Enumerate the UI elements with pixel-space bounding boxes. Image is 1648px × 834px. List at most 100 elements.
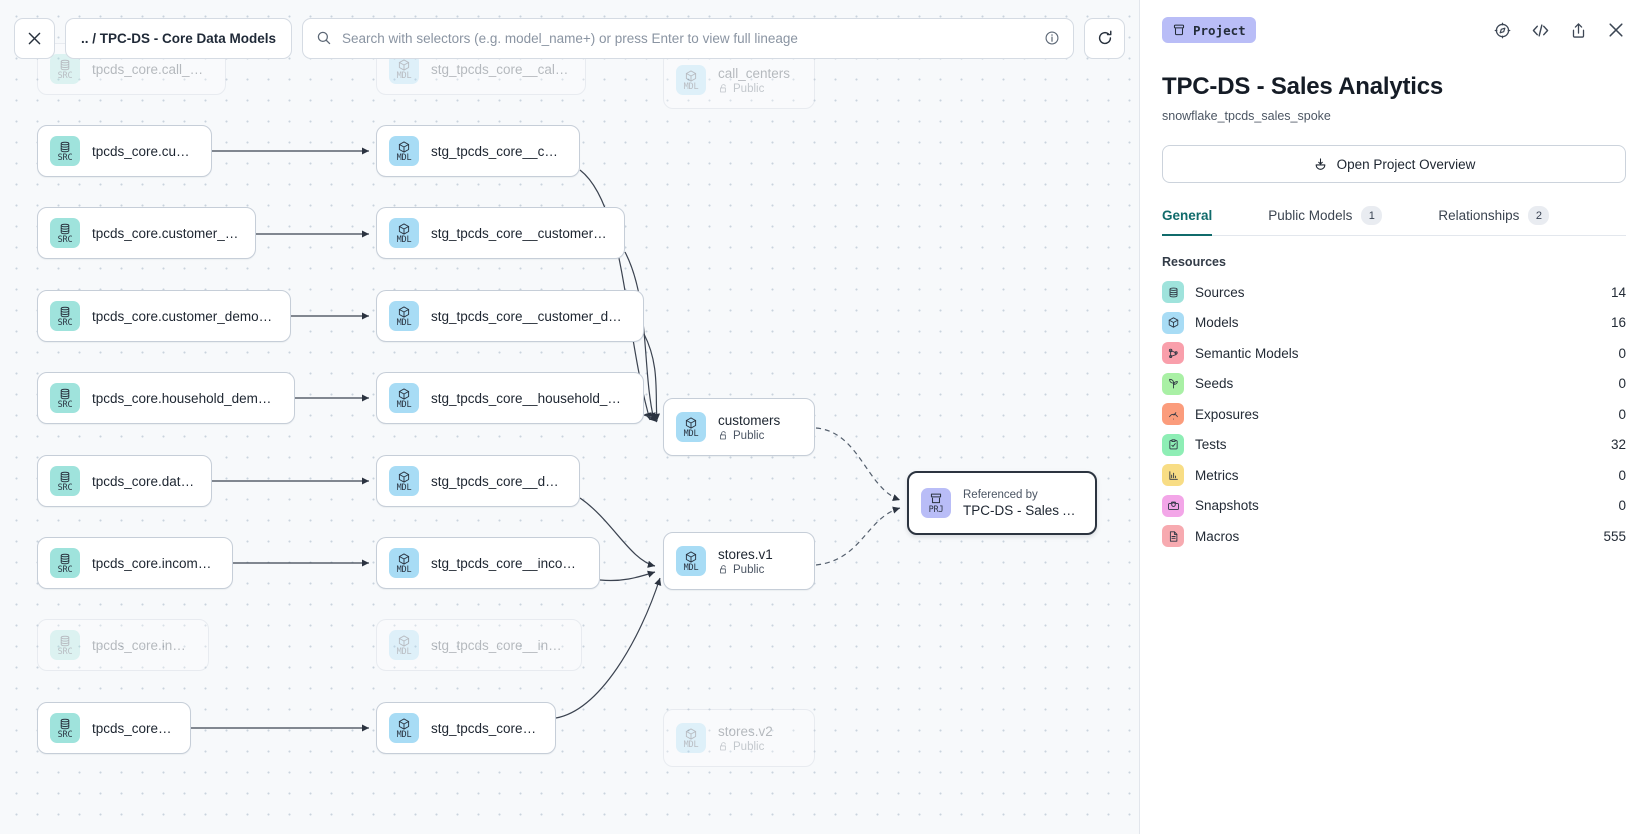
node-type-badge-src: SRC <box>50 301 80 331</box>
bars-icon <box>1162 464 1184 487</box>
info-circle-icon[interactable] <box>1044 30 1060 46</box>
cube-icon <box>398 305 410 318</box>
resource-row-snapshots[interactable]: Snapshots 0 <box>1162 491 1626 522</box>
node-title: customers <box>718 412 781 428</box>
node-type-badge-src: SRC <box>50 466 80 496</box>
database-icon <box>60 388 70 399</box>
node-type-badge-src: SRC <box>50 54 80 84</box>
node-title: stores.v2 <box>718 723 773 739</box>
cube-icon <box>685 416 697 429</box>
rocket-icon <box>1315 157 1325 170</box>
node-title: tpcds_core.household_demographics <box>92 390 278 406</box>
resource-label: Seeds <box>1195 376 1234 392</box>
tab-count-badge: 2 <box>1528 206 1550 225</box>
cube-icon <box>685 69 697 82</box>
node-access-label: Public <box>718 741 773 753</box>
node-type-badge-prj: PRJ <box>921 488 951 518</box>
close-panel-button[interactable] <box>1606 20 1626 40</box>
resource-count: 0 <box>1618 498 1626 514</box>
node-type-label: PRJ <box>928 504 944 515</box>
resource-row-seeds[interactable]: Seeds 0 <box>1162 369 1626 400</box>
node-type-label: SRC <box>57 564 73 575</box>
cube-icon <box>398 222 410 235</box>
lineage-node[interactable]: MDLstg_tpcds_core__household_demogr… <box>376 372 644 424</box>
file-icon <box>1169 531 1177 542</box>
resource-row-macros[interactable]: Macros 555 <box>1162 521 1626 552</box>
node-type-badge-mdl: MDL <box>389 301 419 331</box>
node-title: stg_tpcds_core__customer <box>431 143 563 159</box>
cube-icon <box>398 717 410 730</box>
tab-general[interactable]: General <box>1162 206 1213 236</box>
database-icon <box>1162 281 1184 304</box>
node-access-label: Public <box>718 83 790 95</box>
resource-type-chip: Project <box>1162 17 1256 43</box>
resource-label: Macros <box>1195 528 1240 544</box>
resource-label: Sources <box>1195 284 1245 300</box>
lineage-canvas[interactable]: .. / TPC-DS - Core Data Models Search wi… <box>0 0 1139 834</box>
page-title: TPC-DS - Sales Analytics <box>1162 73 1444 100</box>
resource-label: Exposures <box>1195 406 1259 422</box>
node-title: stg_tpcds_core__household_demogr… <box>431 390 627 406</box>
cube-icon <box>398 552 410 565</box>
close-lineage-button[interactable] <box>14 17 55 59</box>
cube-icon <box>1162 311 1184 334</box>
open-project-overview-button[interactable]: Open Project Overview <box>1162 145 1626 183</box>
code-icon[interactable] <box>1530 20 1551 41</box>
lineage-node[interactable]: MDLstg_tpcds_core__customer_demogra… <box>376 290 644 342</box>
resource-count: 555 <box>1603 528 1626 544</box>
node-title: stg_tpcds_core__date_dim <box>431 473 563 489</box>
database-icon <box>60 718 70 729</box>
detail-panel: Project <box>1139 0 1648 834</box>
share-icon[interactable] <box>1569 21 1588 40</box>
node-type-badge-mdl: MDL <box>389 54 419 84</box>
panel-actions <box>1493 20 1626 41</box>
node-type-label: SRC <box>57 234 73 245</box>
graph-icon <box>1162 342 1184 365</box>
node-title: stg_tpcds_core__customer_address <box>431 225 608 241</box>
node-eyebrow: Referenced by <box>963 488 1038 501</box>
search-input[interactable]: Search with selectors (e.g. model_name+)… <box>302 17 1074 59</box>
tab-count-badge: 1 <box>1361 206 1383 225</box>
node-type-badge-src: SRC <box>50 548 80 578</box>
explore-icon[interactable] <box>1493 21 1512 40</box>
resource-count: 0 <box>1618 376 1626 392</box>
resource-label: Metrics <box>1195 467 1239 483</box>
cube-icon <box>398 58 410 71</box>
refresh-button[interactable] <box>1084 17 1125 59</box>
node-type-label: SRC <box>57 317 73 328</box>
clipboard-icon <box>1162 433 1184 456</box>
resource-label: Snapshots <box>1195 498 1259 514</box>
resource-count: 0 <box>1618 345 1626 361</box>
breadcrumb[interactable]: .. / TPC-DS - Core Data Models <box>65 17 293 59</box>
node-type-badge-src: SRC <box>50 136 80 166</box>
